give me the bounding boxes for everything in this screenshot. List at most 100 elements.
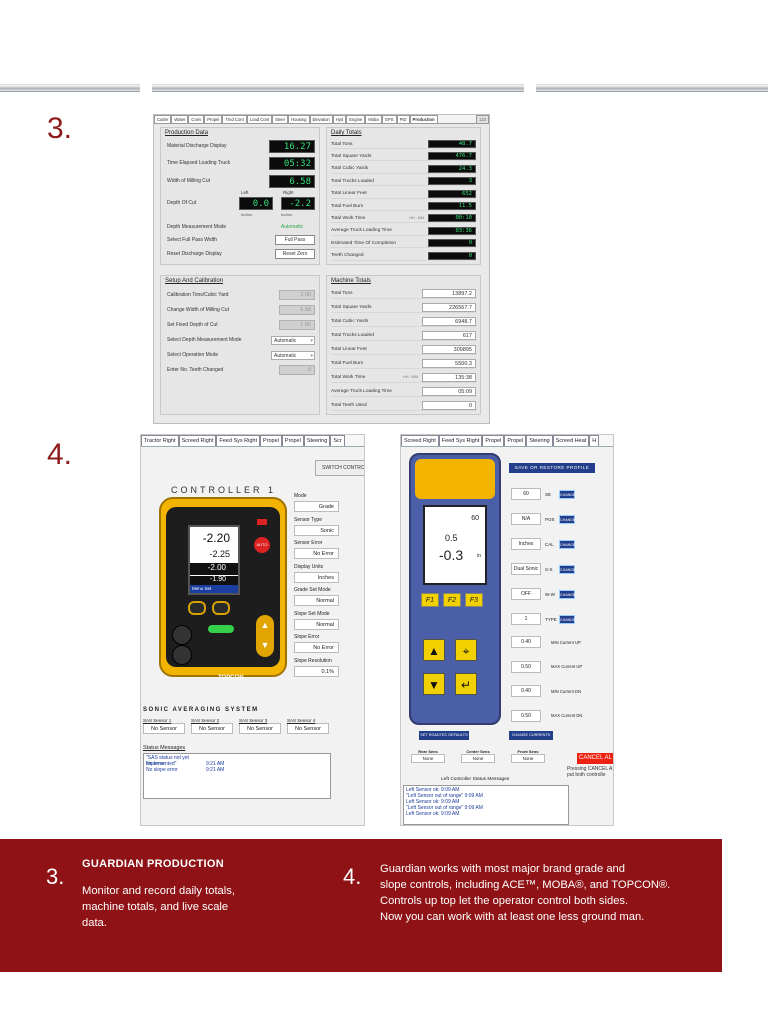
sensor-value: None — [511, 754, 545, 763]
up-down-arrow-keys[interactable]: ▲▼ — [256, 615, 274, 657]
current-label: MAX Current DN — [551, 713, 583, 718]
controller-screen: -2.20 -2.25 -2.00 -1.90 Menu Set — [188, 525, 240, 595]
switch-controller-button[interactable]: SWITCH CONTRO — [315, 460, 364, 476]
full-pass-label: Select Full Pass Width — [167, 237, 218, 243]
daily-total-label: Total Fuel Burn — [331, 203, 364, 209]
right-soft-key[interactable] — [212, 601, 230, 615]
machine-total-unit: HH : MM — [403, 375, 418, 379]
tab-production[interactable]: Production — [409, 115, 438, 123]
tab-housing[interactable]: Housing — [288, 115, 310, 123]
save-restore-profile-button[interactable]: SAVE OR RESTORE PROFILE — [509, 463, 595, 473]
machine-total-value: 0 — [422, 400, 476, 410]
tab-screed-heat[interactable]: Screed Heat — [552, 435, 590, 446]
auto-button[interactable]: AUTO — [254, 537, 270, 553]
tab-steering[interactable]: Steering — [303, 435, 331, 446]
setup-spinner[interactable]: 0 — [279, 365, 315, 375]
change-button[interactable]: CHANGE — [559, 489, 575, 499]
tab-gps[interactable]: GPS — [381, 115, 397, 123]
function-key-f1[interactable]: F1 — [421, 593, 439, 607]
reset-zero-button[interactable]: Reset Zero — [275, 249, 315, 259]
change-button[interactable]: CHANGE — [559, 614, 575, 624]
daily-total-value: 03:36 — [428, 226, 476, 235]
divider-rule-left — [0, 84, 140, 92]
tab-water[interactable]: Water — [171, 115, 189, 123]
tab-steering[interactable]: Steering — [526, 435, 553, 446]
tab-pid[interactable]: PID — [396, 115, 410, 123]
power-button[interactable] — [172, 645, 192, 665]
tab-screed-right[interactable]: Screed Right — [401, 435, 439, 446]
production-data-panel: Production Data Material Discharge Displ… — [160, 127, 320, 265]
tab-engine[interactable]: Engine — [346, 115, 366, 123]
machine-totals-title: Machine Totals — [331, 278, 371, 284]
machine-total-value: 13897.2 — [422, 288, 476, 298]
tab-tractor-right[interactable]: Tractor Right — [141, 435, 179, 446]
change-button[interactable]: CHANGE — [559, 514, 575, 524]
profile-value: N/A — [511, 513, 541, 525]
tab-feed-sys-right[interactable]: Feed Sys Right — [216, 435, 260, 446]
full-pass-button[interactable]: Full Pass — [275, 235, 315, 245]
lower-button[interactable]: ▼ — [423, 673, 445, 695]
raise-button[interactable]: ▲ — [423, 639, 445, 661]
time-elapsed-display: 05:32 — [269, 156, 315, 170]
tab-123[interactable]: 123 — [476, 115, 489, 123]
tab-steer[interactable]: Steer — [272, 115, 289, 123]
setup-spinner[interactable]: 6.58 — [279, 305, 315, 315]
tab-scr[interactable]: Scr — [330, 435, 345, 446]
tab-hyd[interactable]: Hyd — [332, 115, 347, 123]
change-button[interactable]: CHANGE — [559, 589, 575, 599]
tab-screed-right[interactable]: Screed Right — [178, 435, 217, 446]
tab-elevation[interactable]: Elevation — [309, 115, 333, 123]
change-button[interactable]: CHANGE — [559, 564, 575, 574]
profile-label: S-S — [545, 566, 553, 572]
profile-value: Dual Sonic — [511, 563, 541, 575]
sas-sensor-label: SAS Sensor 1 — [143, 718, 172, 723]
daily-total-label: Total Square Yards — [331, 153, 372, 159]
tab-moba[interactable]: Moba — [365, 115, 382, 123]
depth-label: Depth Of Cut — [167, 200, 197, 206]
moba-screen: 60 0.5 -0.3 in — [423, 505, 487, 585]
tab-propel[interactable]: Propel — [504, 435, 527, 446]
tab-conv[interactable]: Conv — [188, 115, 205, 123]
current-value: 0.40 — [511, 685, 541, 697]
tab-trnd-cont[interactable]: Trnd Cont — [222, 115, 247, 123]
tab-propel[interactable]: Propel — [281, 435, 304, 446]
setup-spinner[interactable]: 2.00 — [279, 290, 315, 300]
tab-propel[interactable]: Propel — [204, 115, 223, 123]
controller-status-message: "Left Sensor out of range" 9:09 AM — [406, 805, 483, 811]
function-key-f2[interactable]: F2 — [443, 593, 461, 607]
right-label: Right — [283, 190, 294, 195]
tab-load-cont[interactable]: Load Cont — [246, 115, 273, 123]
tab-cutter[interactable]: Cutter — [154, 115, 172, 123]
set-defaults-button[interactable]: SET ROADTEC DEFAULTS — [419, 731, 469, 740]
controller-field-value: No Error — [294, 642, 339, 653]
tab-propel[interactable]: Propel — [482, 435, 505, 446]
tab-propel[interactable]: Propel — [260, 435, 282, 446]
change-button[interactable]: CHANGE — [559, 539, 575, 549]
tab-feed-sys-right[interactable]: Feed Sys Right — [438, 435, 483, 446]
arrow-down-icon: ▼ — [260, 640, 270, 650]
change-currents-button[interactable]: CHANGE CURRENTS — [509, 731, 553, 740]
setup-select[interactable]: Automatic — [271, 350, 315, 360]
setup-spinner[interactable]: 1.80 — [279, 320, 315, 330]
setup-select[interactable]: Automatic — [271, 335, 315, 345]
cancel-all-button[interactable]: CANCEL AL — [577, 753, 613, 764]
round-button-1[interactable] — [172, 625, 192, 645]
left-soft-key[interactable] — [188, 601, 206, 615]
auto-sensor-button[interactable]: ⌖ — [455, 639, 477, 661]
tab-h[interactable]: H — [589, 435, 600, 446]
function-key-f3[interactable]: F3 — [465, 593, 483, 607]
machine-total-value: 05:09 — [422, 386, 476, 396]
enter-button[interactable]: ↵ — [455, 673, 477, 695]
